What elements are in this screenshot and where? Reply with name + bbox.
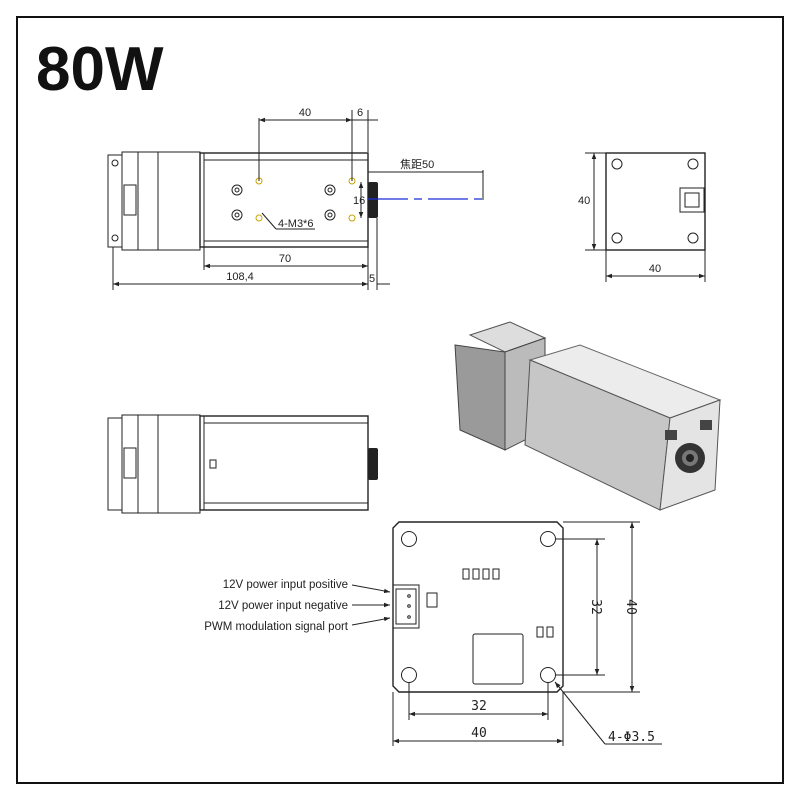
dim-front-offset: 6 bbox=[357, 107, 363, 119]
laser-body bbox=[199, 152, 369, 248]
dim-hole-spacing: 40 bbox=[299, 107, 311, 119]
fan-module bbox=[107, 151, 201, 251]
side-view-bottom bbox=[107, 414, 378, 514]
dim-pcb-hole-horizontal: 32 bbox=[471, 699, 487, 714]
dim-lens: 5 bbox=[369, 273, 375, 285]
connector bbox=[679, 187, 705, 213]
lens-knob bbox=[368, 182, 378, 218]
power-title: 80W bbox=[36, 35, 164, 104]
side-view-top: 40 6 焦距50 16 4-M3*6 70 108,4 5 bbox=[107, 107, 484, 290]
pin-label-negative: 12V power input negative bbox=[218, 600, 348, 612]
pin-label-pwm: PWM modulation signal port bbox=[204, 621, 349, 633]
dim-total-length: 108,4 bbox=[226, 271, 254, 283]
dim-pcb-board-horizontal: 40 bbox=[471, 726, 487, 741]
front-view: 40 40 bbox=[578, 152, 706, 282]
pwm-connector bbox=[392, 584, 420, 629]
sheet-border bbox=[16, 16, 784, 784]
mounting-holes bbox=[255, 177, 356, 222]
focal-distance-label: 焦距50 bbox=[400, 158, 434, 171]
pin-label-positive: 12V power input positive bbox=[223, 579, 348, 591]
pcb-holes bbox=[401, 531, 556, 683]
thread-callout: 4-M3*6 bbox=[278, 218, 313, 230]
dim-pcb-hole-vertical: 32 bbox=[588, 599, 603, 615]
dim-pcb-board-vertical: 40 bbox=[623, 599, 638, 615]
lens-knob-bottom bbox=[368, 448, 378, 480]
dim-hole-vertical: 16 bbox=[353, 195, 365, 207]
dim-body-length: 70 bbox=[279, 253, 291, 265]
pcb-board bbox=[392, 521, 564, 693]
dim-front-height: 40 bbox=[578, 195, 590, 207]
pcb-view: 12V power input positive 12V power input… bbox=[204, 521, 662, 746]
laser-module-render bbox=[454, 321, 722, 511]
front-face bbox=[605, 152, 706, 251]
dim-front-width: 40 bbox=[649, 263, 661, 275]
hole-callout: 4-Φ3.5 bbox=[608, 730, 655, 745]
screw-icons bbox=[231, 184, 336, 221]
